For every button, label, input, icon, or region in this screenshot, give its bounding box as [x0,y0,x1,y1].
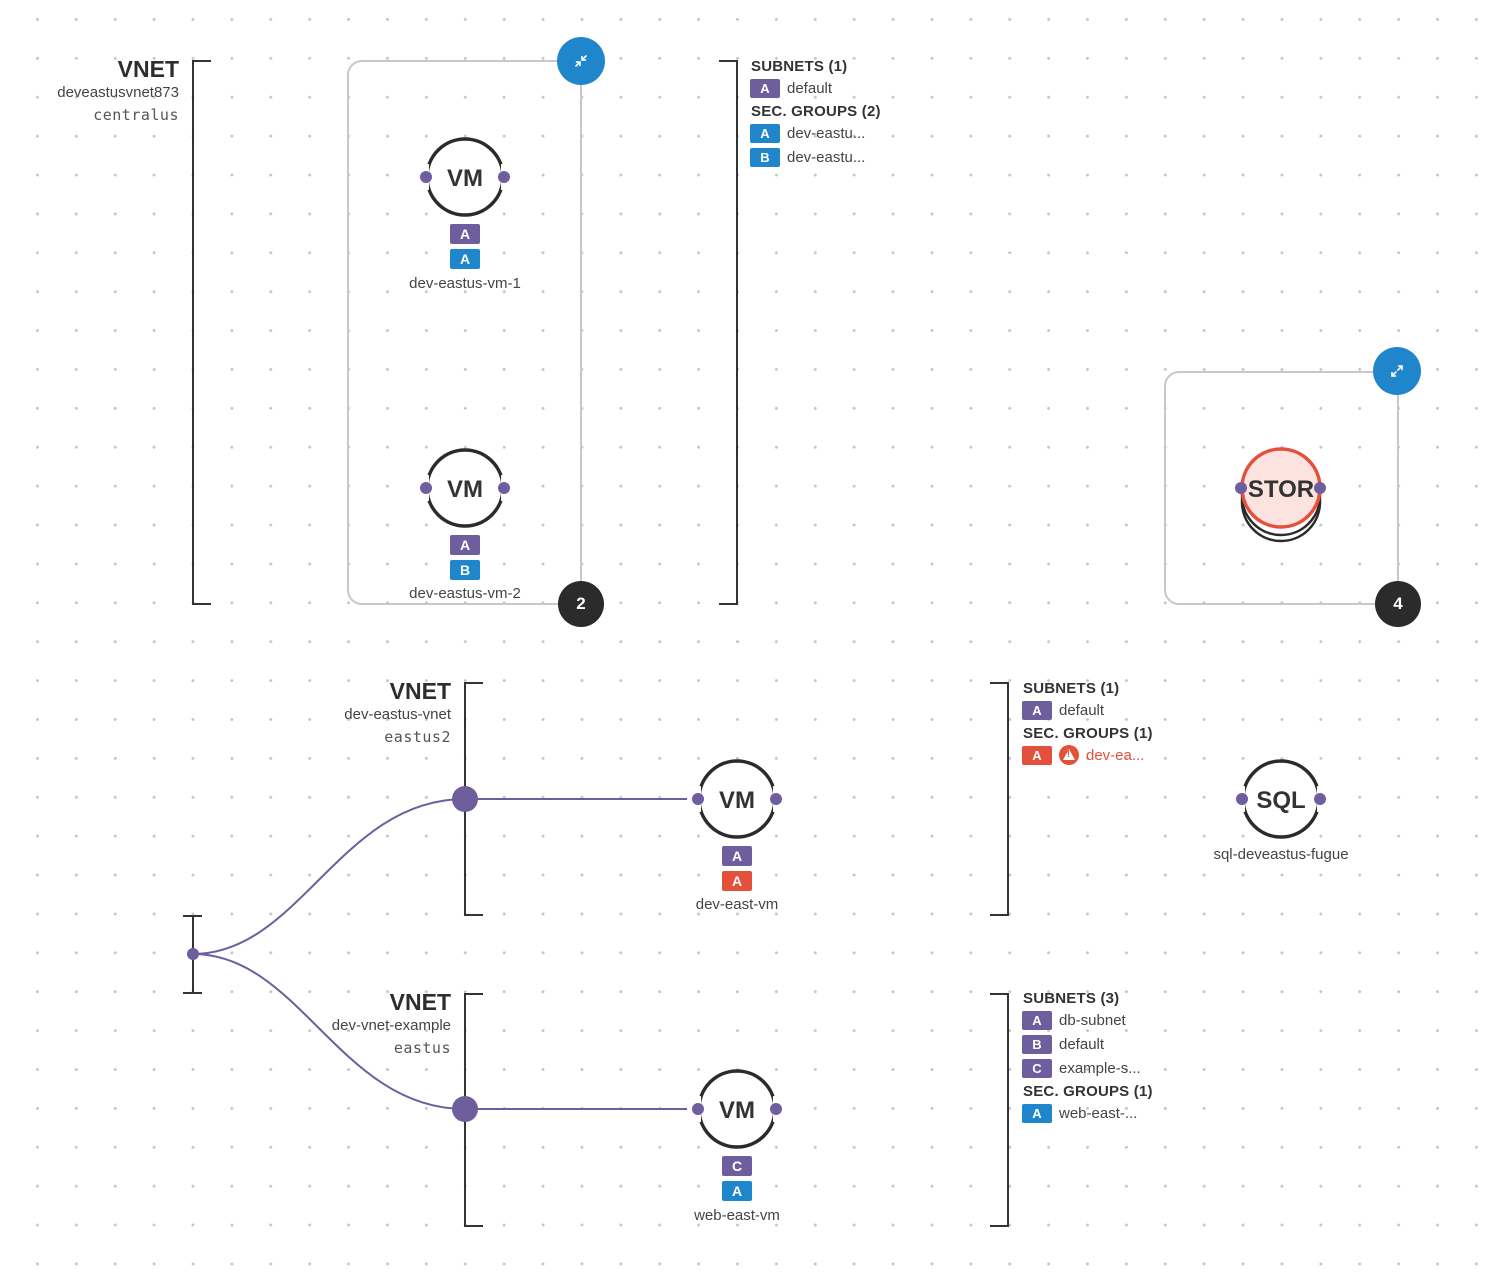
link-root-to-vnet-bottom [192,953,466,1110]
link-root-to-vnet-middle [192,798,466,955]
storage-group-box[interactable] [1164,371,1399,605]
vnet-bottom-title: VNET [389,989,451,1015]
storage-type-label: STOR [1247,476,1315,503]
vnet-middle-connector[interactable] [452,786,478,812]
vm-node-2[interactable] [415,448,515,528]
vm-1-subnet-badge: A [450,224,480,244]
vnet-middle-region: eastus2 [384,728,451,746]
secgroup-badge: B [750,147,780,167]
vm-bottom-type-label: VM [719,1097,755,1124]
vm-1-name: dev-eastus-vm-1 [409,275,521,292]
vm-2-type-label: VM [447,476,483,503]
vnet-bottom-name: dev-vnet-example [331,1017,451,1034]
vnet-bottom-subnet-row[interactable]: A db-subnet [1022,1010,1126,1030]
vm-bottom-subnet-badge: C [722,1156,752,1176]
vnet-bottom-secgroup-row[interactable]: A web-east-... [1022,1103,1137,1123]
sql-name: sql-deveastus-fugue [1213,846,1349,863]
subnet-badge: B [1022,1034,1052,1054]
vm-node-1[interactable] [415,137,515,217]
vnet-top-name: deveastusvnet873 [57,84,179,101]
storage-count-badge: 4 [1375,581,1421,627]
collapse-group-button[interactable] [557,37,605,85]
warning-icon [1059,745,1079,765]
subnet-name: default [787,79,833,97]
vnet-top-region: centralus [93,106,179,124]
vnet-top-subnet-row[interactable]: A default [750,78,832,98]
expand-arrows-icon [1391,365,1403,377]
vnet-top-subnets-heading: SUBNETS (1) [751,58,848,75]
vnet-middle-secgroup-row[interactable]: A dev-ea... [1022,745,1144,765]
vnet-middle-title: VNET [389,678,451,704]
vm-bottom-name: web-east-vm [694,1207,780,1224]
subnet-badge: C [1022,1058,1052,1078]
vnet-top-secgroups-heading: SEC. GROUPS (2) [751,103,881,120]
vnet-bottom-secgroups-heading: SEC. GROUPS (1) [1023,1083,1153,1100]
subnet-name: example-s... [1059,1059,1141,1077]
secgroup-name: dev-ea... [1086,746,1145,764]
sql-node[interactable] [1231,759,1331,839]
vm-node-bottom[interactable] [687,1069,787,1149]
subnet-badge: A [750,78,780,98]
vm-2-secgroup-badge: B [450,560,480,580]
secgroup-badge: A [1022,1103,1052,1123]
vnet-top-right-bracket [719,60,738,605]
sql-type-label: SQL [1256,787,1306,814]
vnet-middle-subnets-heading: SUBNETS (1) [1023,680,1120,697]
vnet-middle-name: dev-eastus-vnet [344,706,451,723]
vnet-bottom-subnet-row[interactable]: B default [1022,1034,1104,1054]
secgroup-badge: A [750,123,780,143]
vnet-top-title: VNET [117,56,179,82]
secgroup-name: dev-eastu... [787,124,866,142]
vm-2-name: dev-eastus-vm-2 [409,585,521,602]
vnet-top-secgroup-row[interactable]: A dev-eastu... [750,123,865,143]
vnet-middle-subnet-row[interactable]: A default [1022,700,1104,720]
vnet-top-left-bracket [192,60,211,605]
vm-group-box[interactable] [347,60,582,605]
vm-middle-name: dev-east-vm [695,896,779,913]
vm-node-middle[interactable] [687,759,787,839]
storage-node[interactable] [1235,447,1326,543]
vm-bottom-secgroup-badge: A [722,1181,752,1201]
subnet-name: default [1059,701,1105,719]
vm-1-type-label: VM [447,165,483,192]
vnet-bottom-right-bracket [990,993,1009,1227]
collapse-arrows-icon [575,55,587,67]
group-count-badge: 2 [558,581,604,627]
vm-1-secgroup-badge: A [450,249,480,269]
root-connector[interactable] [187,948,199,960]
secgroup-name: web-east-... [1059,1104,1138,1122]
secgroup-badge: A [1022,745,1052,765]
expand-group-button[interactable] [1373,347,1421,395]
vnet-middle-right-bracket [990,682,1009,916]
vnet-bottom-subnet-row[interactable]: C example-s... [1022,1058,1141,1078]
subnet-name: db-subnet [1059,1011,1126,1029]
subnet-badge: A [1022,700,1052,720]
vm-middle-secgroup-badge: A [722,871,752,891]
subnet-name: default [1059,1035,1105,1053]
vm-middle-type-label: VM [719,787,755,814]
vnet-bottom-region: eastus [393,1039,451,1057]
vnet-bottom-subnets-heading: SUBNETS (3) [1023,990,1120,1007]
vm-middle-subnet-badge: A [722,846,752,866]
subnet-badge: A [1022,1010,1052,1030]
vnet-bottom-connector[interactable] [452,1096,478,1122]
secgroup-name: dev-eastu... [787,148,866,166]
vnet-top-secgroup-row[interactable]: B dev-eastu... [750,147,865,167]
vm-2-subnet-badge: A [450,535,480,555]
vnet-middle-secgroups-heading: SEC. GROUPS (1) [1023,725,1153,742]
